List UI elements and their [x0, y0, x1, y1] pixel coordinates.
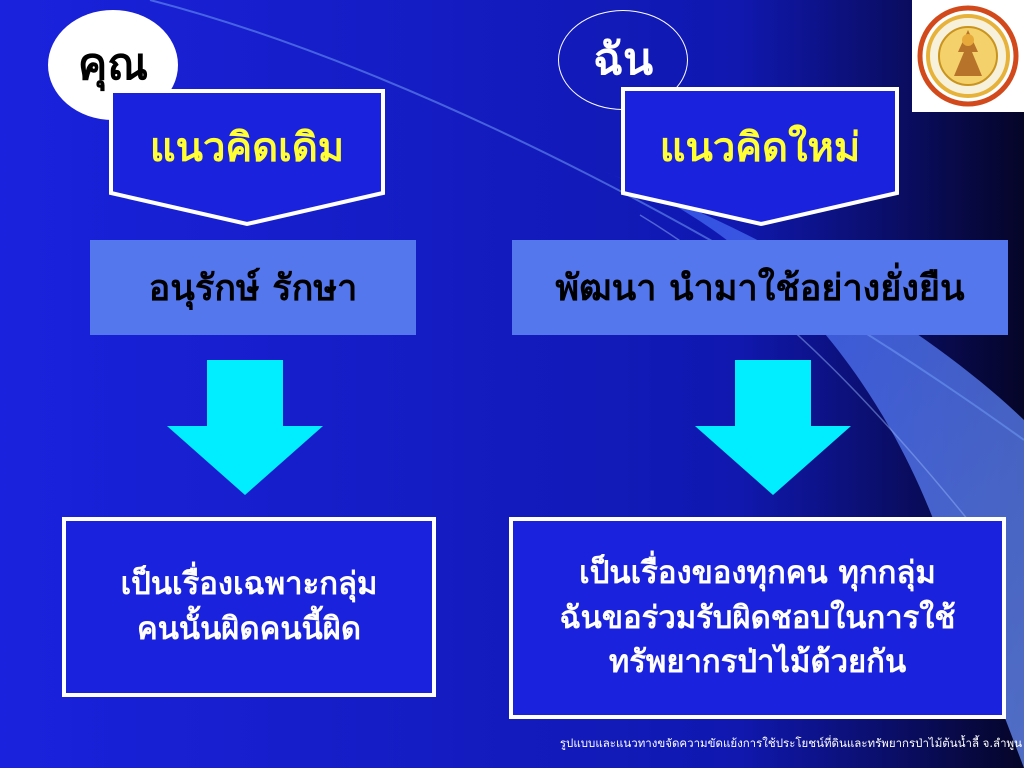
old-concept-subtitle: อนุรักษ์ รักษา	[90, 240, 416, 335]
old-outcome-line: เป็นเรื่องเฉพาะกลุ่ม	[120, 566, 378, 603]
new-outcome-line: ทรัพยากรป่าไม้ด้วยกัน	[608, 644, 907, 681]
new-title-shape	[621, 87, 899, 227]
new-concept-outcome: เป็นเรื่องของทุกคน ทุกกลุ่ม ฉันขอร่วมรับ…	[509, 517, 1006, 719]
seal-icon	[917, 5, 1019, 107]
old-concept-outcome: เป็นเรื่องเฉพาะกลุ่ม คนนั้นผิดคนนี้ผิด	[62, 517, 436, 697]
organization-seal	[912, 0, 1024, 112]
footer-caption: รูปแบบและแนวทางขจัดความขัดแย้งการใช้ประโ…	[559, 736, 1022, 750]
old-concept-title: แนวคิดเดิม	[149, 124, 345, 171]
new-outcome-line: ฉันขอร่วมรับผิดชอบในการใช้	[559, 599, 956, 636]
new-outcome-line: เป็นเรื่องของทุกคน ทุกกลุ่ม	[579, 554, 936, 591]
old-subtitle-text: อนุรักษ์ รักษา	[148, 267, 358, 309]
old-title-shape	[109, 89, 385, 227]
new-concept-subtitle: พัฒนา นำมาใช้อย่างยั่งยืน	[512, 240, 1008, 335]
you-label: คุณ	[77, 39, 149, 90]
me-label: ฉัน	[592, 34, 654, 85]
old-outcome-line: คนนั้นผิดคนนี้ผิด	[136, 611, 362, 647]
new-concept-title: แนวคิดใหม่	[659, 124, 861, 171]
new-subtitle-text: พัฒนา นำมาใช้อย่างยั่งยืน	[555, 267, 965, 309]
down-arrow-icon	[167, 360, 323, 495]
down-arrow-icon	[695, 360, 851, 495]
